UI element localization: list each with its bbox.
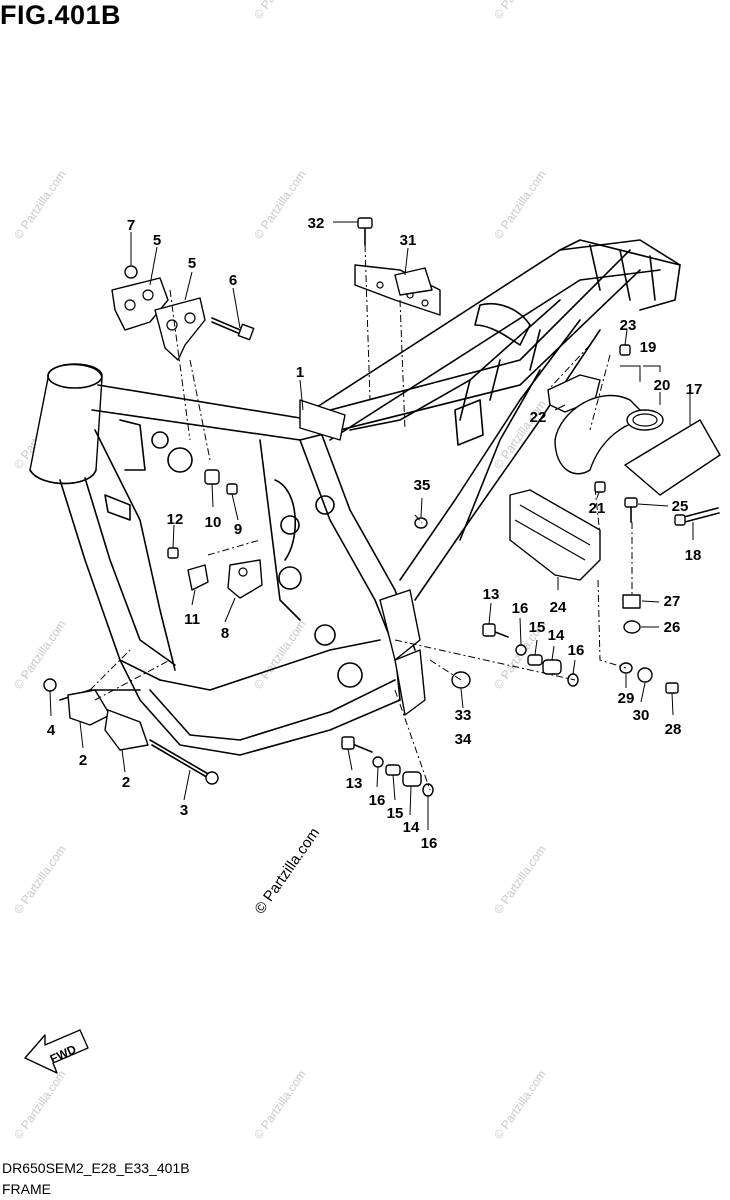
watermark-text: © Partzilla.com	[251, 1067, 309, 1141]
callout-20: 20	[654, 377, 671, 394]
upper-bushing-assembly	[482, 623, 579, 687]
watermarks: © Partzilla.com © Partzilla.com © Partzi…	[11, 0, 549, 1142]
part-30-grommet	[637, 667, 653, 683]
part-5-brackets	[111, 277, 206, 361]
diagram-code: DR650SEM2_E28_E33_401B	[2, 1160, 190, 1176]
part-8-11-brackets	[167, 547, 263, 599]
watermark-text: © Partzilla.com	[251, 617, 309, 691]
part-6-bolt	[211, 317, 255, 341]
callout-13: 13	[483, 586, 500, 603]
callout-6: 6	[229, 272, 237, 289]
callout-24: 24	[550, 599, 567, 616]
part-21-bolt	[594, 481, 606, 493]
callout-26: 26	[664, 619, 681, 636]
watermark-text: © Partzilla.com	[11, 617, 69, 691]
watermark-text: © Partzilla.com	[251, 0, 309, 22]
callout-15: 15	[529, 619, 546, 636]
part-25-bolt	[624, 497, 638, 523]
callout-29: 29	[618, 690, 635, 707]
callout-16: 16	[568, 642, 585, 659]
callout-12: 12	[167, 511, 184, 528]
callout-15: 15	[387, 805, 404, 822]
part-24-panel	[509, 489, 601, 581]
callout-21: 21	[589, 500, 606, 517]
part-28-bolt	[665, 682, 679, 694]
callout-33: 33	[455, 707, 472, 724]
part-9	[226, 483, 238, 495]
part-4-nut	[43, 678, 57, 692]
main-frame	[29, 239, 681, 756]
callout-4: 4	[47, 722, 56, 739]
callout-18: 18	[685, 547, 702, 564]
callout-16: 16	[369, 792, 386, 809]
callout-2: 2	[122, 774, 130, 791]
callout-5: 5	[188, 255, 196, 272]
callout-8: 8	[221, 625, 229, 642]
part-7-nut	[124, 265, 138, 279]
callout-16: 16	[512, 600, 529, 617]
part-19-20-duct	[554, 394, 664, 475]
callout-19: 19	[640, 339, 657, 356]
leader-lines	[49, 221, 694, 830]
watermark-text: © Partzilla.com	[491, 0, 549, 22]
section-name: FRAME	[2, 1181, 51, 1197]
callout-10: 10	[205, 514, 222, 531]
part-17-cover	[624, 419, 721, 496]
watermark-text: © Partzilla.com	[491, 1067, 549, 1141]
callout-27: 27	[664, 593, 681, 610]
watermark-text: © Partzilla.com	[11, 1067, 69, 1141]
watermark-text: © Partzilla.com	[491, 167, 549, 241]
callout-25: 25	[672, 498, 689, 515]
part-3-bolt	[149, 739, 219, 785]
callout-16: 16	[421, 835, 438, 852]
part-18-bolt	[674, 507, 720, 526]
watermark-text: © Partzilla.com	[11, 167, 69, 241]
watermark-main: © Partzilla.com	[251, 825, 323, 918]
callout-labels: 7 5 5 6 1 32 31 23 19 20 17 22 35 21 25 …	[47, 215, 703, 852]
callout-14: 14	[403, 819, 420, 836]
watermark-text: © Partzilla.com	[11, 842, 69, 916]
lower-bushing-assembly	[341, 736, 434, 797]
part-32-bolt	[357, 217, 373, 246]
part-27-grommet	[622, 594, 641, 609]
callout-28: 28	[665, 721, 682, 738]
callout-22: 22	[530, 409, 547, 426]
fwd-arrow-icon: FWD	[24, 1029, 89, 1074]
callout-13: 13	[346, 775, 363, 792]
callout-34: 34	[455, 731, 472, 748]
callout-11: 11	[184, 611, 200, 628]
part-10	[204, 469, 220, 485]
callout-23: 23	[620, 317, 637, 334]
assembly-guides	[89, 244, 633, 791]
callout-30: 30	[633, 707, 650, 724]
callout-5: 5	[153, 232, 161, 249]
callout-35: 35	[414, 477, 431, 494]
part-2-brackets	[67, 689, 149, 751]
callout-2: 2	[79, 752, 87, 769]
callout-1: 1	[296, 364, 304, 381]
watermark-text: © Partzilla.com	[491, 842, 549, 916]
callout-3: 3	[180, 802, 188, 819]
callout-7: 7	[127, 217, 135, 234]
part-26-nut	[623, 620, 641, 634]
callout-14: 14	[548, 627, 565, 644]
callout-32: 32	[308, 215, 325, 232]
callout-31: 31	[400, 232, 417, 249]
callout-9: 9	[234, 521, 242, 538]
figure-title: FIG.401B	[0, 0, 122, 30]
watermark-text: © Partzilla.com	[251, 167, 309, 241]
callout-17: 17	[686, 381, 703, 398]
part-35-grommet	[414, 517, 428, 529]
part-31-bracket	[354, 264, 441, 316]
part-23-bolt	[619, 344, 631, 356]
